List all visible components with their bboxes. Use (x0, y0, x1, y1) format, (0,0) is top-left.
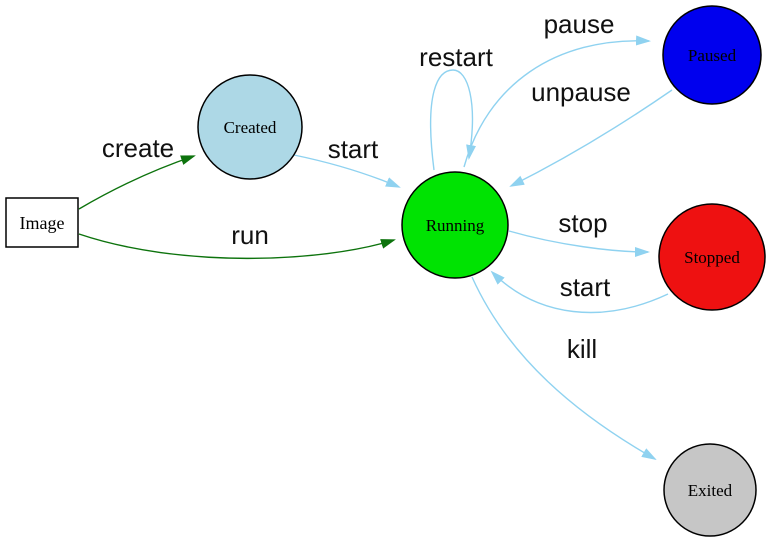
edge-start-stopped-running (490, 270, 669, 314)
edge-label-kill: kill (567, 334, 597, 364)
edge-label-stop: stop (558, 208, 607, 238)
edge-unpause (509, 89, 673, 187)
edge-label-create: create (102, 133, 174, 163)
edge-pause (463, 35, 651, 168)
edge-run (78, 233, 396, 260)
edges (78, 35, 673, 460)
edge-label-unpause: unpause (531, 77, 631, 107)
edge-label-pause: pause (544, 9, 615, 39)
node-created (197, 74, 303, 180)
node-exited (663, 443, 757, 537)
edge-labels: create run start restart pause unpause s… (102, 9, 631, 364)
nodes: Image Created Running Paused Stopped Exi… (5, 5, 766, 537)
node-label-running: Running (426, 216, 485, 235)
node-stopped (658, 203, 766, 311)
edge-create (78, 155, 196, 210)
node-label-exited: Exited (688, 481, 733, 500)
node-image (5, 197, 79, 248)
edge-start-created-running (293, 154, 401, 188)
edge-stop (508, 230, 650, 257)
node-label-created: Created (224, 118, 277, 137)
node-label-paused: Paused (688, 46, 737, 65)
edge-label-start-1: start (328, 134, 379, 164)
edge-label-restart: restart (419, 42, 493, 72)
node-running (401, 171, 509, 279)
edge-label-run: run (231, 220, 269, 250)
node-label-stopped: Stopped (684, 248, 740, 267)
edge-kill (471, 276, 657, 460)
edge-restart-self-loop (430, 69, 476, 171)
node-paused (662, 5, 762, 105)
edge-label-start-2: start (560, 272, 611, 302)
node-label-image: Image (20, 213, 65, 233)
